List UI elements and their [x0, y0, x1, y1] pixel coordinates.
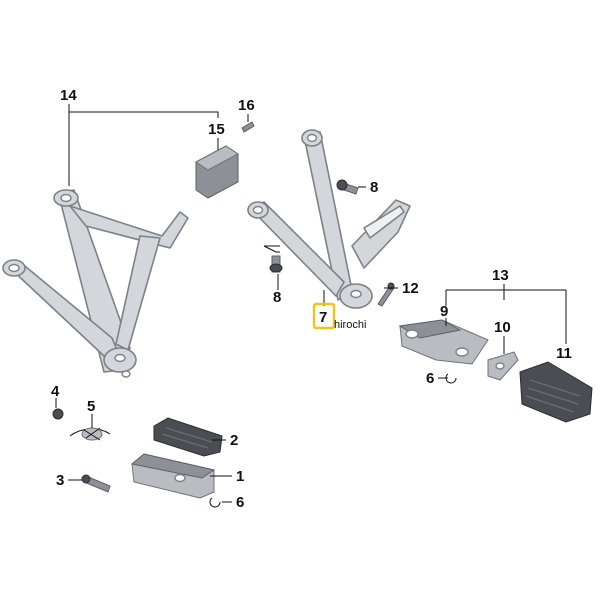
label-13: 13 — [492, 267, 509, 284]
label-8-lower: 8 — [273, 289, 281, 306]
footrest-rubber-part — [153, 417, 223, 457]
bolt-part-upper — [336, 179, 359, 195]
label-2: 2 — [230, 432, 238, 449]
leader-lines — [55, 104, 567, 503]
label-9: 9 — [440, 303, 448, 320]
label-10: 10 — [494, 319, 511, 336]
rubber-pad-part — [519, 361, 593, 423]
label-14: 14 — [60, 87, 77, 104]
label-8-upper: 8 — [370, 179, 378, 196]
label-12: 12 — [402, 280, 419, 297]
label-15: 15 — [208, 121, 225, 138]
footpeg-part — [398, 319, 489, 365]
bolt-part-lower — [269, 255, 283, 273]
part-labels: 14 15 16 8 8 7 hirochi 12 13 9 10 11 6 4… — [51, 87, 572, 511]
left-footrest-bracket — [2, 189, 189, 378]
right-footrest-bracket — [247, 129, 411, 309]
highlight-box — [312, 302, 336, 330]
clip-part-right — [445, 373, 457, 384]
rubber-block-part — [195, 145, 239, 199]
label-7: 7 — [319, 309, 327, 326]
label-6-lower: 6 — [236, 494, 244, 511]
label-1: 1 — [236, 468, 244, 485]
pin-part — [377, 282, 395, 307]
label-5: 5 — [87, 398, 95, 415]
watermark: hirochi — [334, 319, 366, 331]
label-3: 3 — [56, 472, 64, 489]
small-screw-part — [241, 121, 255, 133]
clip-part-lower — [209, 497, 221, 508]
threaded-pin-part — [81, 474, 111, 493]
spring-plate-part — [487, 351, 519, 381]
spring-pin-part — [52, 408, 64, 420]
footrest-base-part — [130, 453, 216, 499]
label-16: 16 — [238, 97, 255, 114]
label-4: 4 — [51, 383, 60, 400]
spring-part — [69, 427, 111, 441]
label-11: 11 — [556, 345, 572, 362]
label-6-right: 6 — [426, 370, 434, 387]
